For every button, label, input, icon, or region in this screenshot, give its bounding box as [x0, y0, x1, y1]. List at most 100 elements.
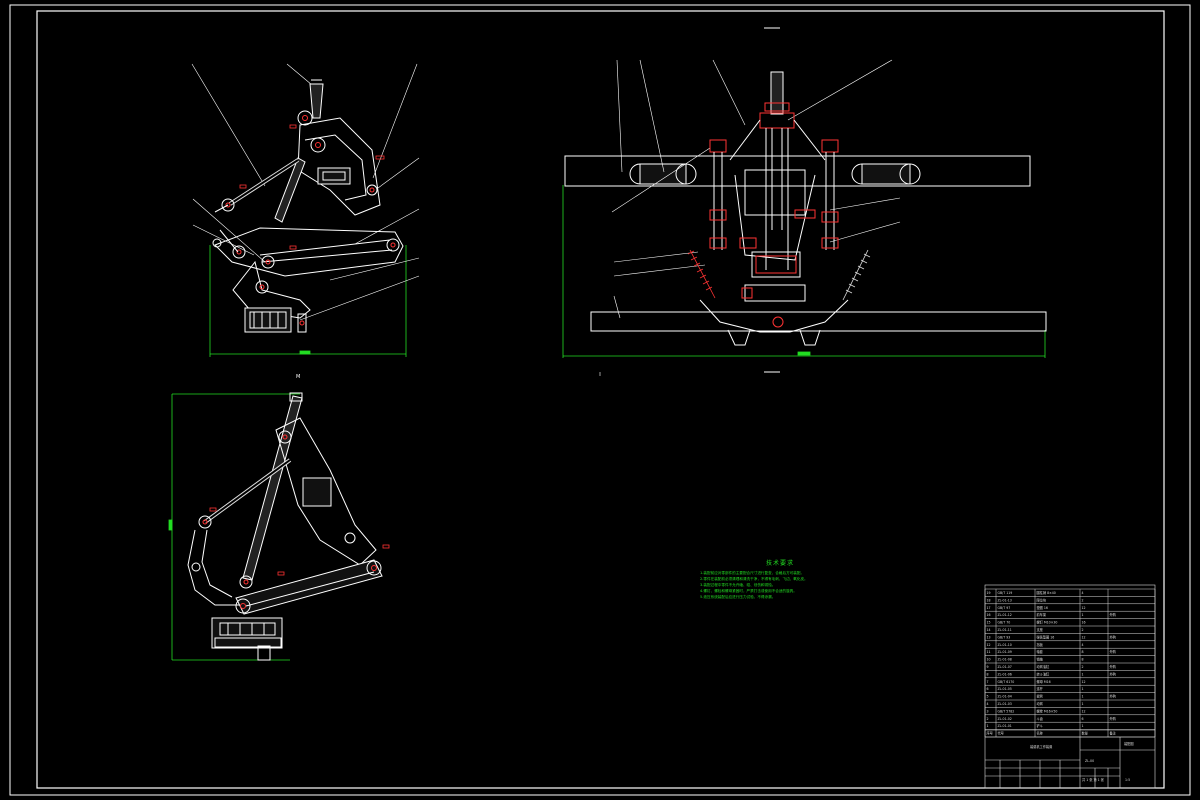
- parts-list-header: 序号: [987, 731, 993, 736]
- parts-list-cell: 8: [1082, 650, 1084, 654]
- parts-list-cell: 1: [1082, 702, 1084, 706]
- parts-list-header: 备注: [1110, 731, 1117, 736]
- technical-requirement-line: 4.螺钉、螺栓和螺母紧固时，严禁打击或使用不合适的旋具。: [700, 589, 797, 593]
- parts-list-cell: 圆柱销 8×40: [1037, 590, 1056, 595]
- parts-list-cell: 7: [987, 680, 989, 684]
- side-view-raised: M: [168, 374, 390, 661]
- parts-list-cell: 6: [987, 687, 989, 691]
- parts-list-cell: 外购: [1110, 716, 1116, 721]
- title-block-sheet: 共 1 张 第 1 张: [1082, 777, 1105, 782]
- title-block-scale: 1:5: [1125, 778, 1130, 782]
- parts-list-cell: 1: [1082, 695, 1084, 699]
- parts-list-cell: 18: [987, 598, 991, 602]
- front-view: [562, 27, 1047, 376]
- parts-list-cell: ZL-01-03: [998, 702, 1012, 706]
- parts-list-cell: 轴套: [1037, 649, 1044, 654]
- parts-list-cell: GB/T 6170: [998, 680, 1015, 684]
- title-block-designation: ZL-00: [1085, 759, 1094, 763]
- parts-list-cell: 挡板: [1037, 642, 1044, 647]
- title-block-drawing-title: 装载机工作装置: [1030, 744, 1052, 749]
- parts-list-cell: 1: [1082, 687, 1084, 691]
- parts-list-cell: 外购: [1110, 612, 1116, 617]
- parts-list-cell: 螺钉 M10×30: [1037, 620, 1058, 625]
- parts-list-cell: 12: [987, 643, 991, 647]
- technical-requirements: 技术要求 1.装配前应对零部件的主要配合尺寸进行复查，合格后方可装配。 2.零件…: [700, 558, 860, 600]
- parts-list-cell: 12: [1082, 680, 1086, 684]
- parts-list-cell: 外购: [1110, 634, 1116, 639]
- side-view-main: [191, 63, 420, 357]
- parts-list-cell: ZL-01-10: [998, 643, 1012, 647]
- parts-list-cell: ZL-01-01: [998, 724, 1012, 728]
- parts-list-cell: 4: [1082, 591, 1084, 595]
- parts-list-header: 代号: [998, 731, 1004, 736]
- parts-list-cell: 连杆: [1037, 686, 1044, 691]
- parts-list-cell: 9: [987, 665, 989, 669]
- parts-list-cell: 动臂油缸: [1037, 664, 1051, 669]
- parts-list-cell: 12: [1082, 709, 1086, 713]
- parts-list-cell: 外购: [1110, 671, 1116, 676]
- parts-list-cell: GB/T 119: [998, 591, 1013, 595]
- parts-list-cell: 2: [1082, 598, 1084, 602]
- parts-list-cell: 16: [987, 613, 991, 617]
- parts-list-cell: 前车架: [1037, 612, 1047, 617]
- dimension-lines: [209, 245, 407, 357]
- title-block-assembly-name: 装配图: [1124, 741, 1134, 746]
- parts-list-cell: ZL-01-12: [998, 613, 1012, 617]
- parts-list-cell: 摇臂: [1037, 694, 1044, 699]
- parts-list-cell: 13: [987, 635, 991, 639]
- parts-list-cell: 垫圈 16: [1037, 605, 1048, 610]
- parts-list-cell: ZL-01-02: [998, 717, 1012, 721]
- parts-list-cell: ZL-01-11: [998, 628, 1012, 632]
- parts-list-cell: 限位块: [1037, 597, 1047, 602]
- parts-list-cell: 19: [987, 591, 991, 595]
- parts-list-cell: GB/T 97: [998, 606, 1011, 610]
- parts-list-cell: 1: [1082, 613, 1084, 617]
- parts-list-cell: 8: [1082, 658, 1084, 662]
- parts-list-header: 数量: [1082, 731, 1089, 736]
- parts-list-cell: 12: [1082, 635, 1086, 639]
- parts-list-header: 名称: [1037, 731, 1044, 736]
- parts-list-cell: 铲斗: [1037, 723, 1043, 728]
- parts-list-cell: ZL-01-05: [998, 687, 1012, 691]
- parts-list-cell: 16: [1082, 621, 1086, 625]
- parts-list-cell: 4: [987, 702, 989, 706]
- technical-requirement-line: 1.装配前应对零部件的主要配合尺寸进行复查，合格后方可装配。: [700, 571, 805, 575]
- leader-lines: [191, 63, 420, 321]
- parts-list-cell: 外购: [1110, 664, 1116, 669]
- parts-list-cell: GB/T 70: [998, 621, 1011, 625]
- parts-list-cell: 4: [1082, 643, 1084, 647]
- spring-left: [687, 249, 716, 299]
- parts-list-cell: ZL-01-07: [998, 665, 1012, 669]
- parts-list-cell: 斗齿: [1037, 716, 1044, 721]
- parts-list-cell: 5: [987, 695, 989, 699]
- parts-list-cell: ZL-01-13: [998, 598, 1012, 602]
- parts-list-cell: 3: [987, 709, 989, 713]
- parts-list-cell: 10: [987, 658, 991, 662]
- parts-list-cell: 14: [987, 628, 991, 632]
- parts-list-cell: 8: [987, 672, 989, 676]
- inner-border: [36, 10, 1165, 789]
- parts-list-cell: 12: [1082, 606, 1086, 610]
- parts-list-cell: 动臂: [1037, 701, 1044, 706]
- parts-list-cell: 弹簧垫圈 16: [1037, 634, 1055, 639]
- parts-list-cell: ZL-01-04: [998, 695, 1012, 699]
- parts-list-cell: 1: [1082, 672, 1084, 676]
- parts-list-cell: 转斗油缸: [1037, 671, 1051, 676]
- parts-list-cell: 螺栓 M16×50: [1037, 708, 1058, 713]
- parts-list-cell: 外购: [1110, 694, 1116, 699]
- parts-list-cell: 1: [1082, 724, 1084, 728]
- parts-list-cell: 外购: [1110, 649, 1116, 654]
- parts-list-cell: ZL-01-08: [998, 658, 1012, 662]
- parts-list-cell: ZL-01-06: [998, 672, 1012, 676]
- parts-list-cell: 螺母 M16: [1037, 679, 1051, 684]
- svg-text:M: M: [296, 374, 300, 380]
- technical-requirements-title: 技术要求: [765, 560, 794, 567]
- parts-list-cell: GB/T 5782: [998, 709, 1015, 713]
- spring-right: [842, 249, 871, 301]
- outer-border: [9, 4, 1191, 796]
- parts-list-cell: 1: [987, 724, 989, 728]
- technical-requirement-line: 5.液压系统装配后应进行压力试验，不得渗漏。: [700, 595, 776, 599]
- technical-requirement-line: 3.装配过程中零件不允许磕、碰、划伤和锈蚀。: [700, 583, 776, 587]
